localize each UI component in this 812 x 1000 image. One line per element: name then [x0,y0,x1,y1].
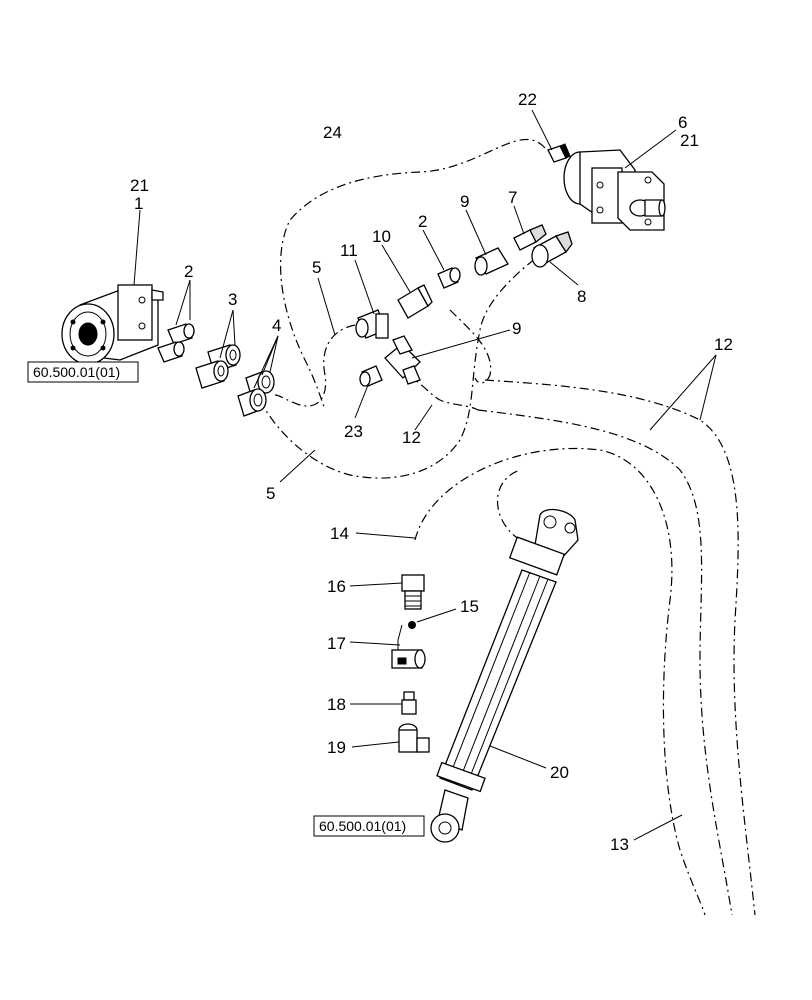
hose-24 [280,138,546,411]
hose-5-upper [274,324,356,407]
reference-box-bottom[interactable]: 60.500.01(01) [313,815,425,837]
callout-15: 15 [460,597,479,616]
callout-8: 8 [577,287,586,306]
leader-12b [649,354,717,431]
elbow-fitting-11 [355,309,389,339]
leader-3a [219,309,234,359]
callout-2-center: 2 [418,212,427,231]
fitting-9-upper [474,247,509,276]
callout-5-lower: 5 [266,484,275,503]
callout-19: 19 [327,738,346,757]
fitting-8 [531,231,573,268]
callout-16: 16 [327,577,346,596]
callout-14: 14 [330,524,349,543]
callout-5-upper: 5 [312,258,321,277]
callout-7: 7 [508,188,517,207]
fitting-3 [195,344,241,389]
callout-12-right: 12 [714,335,733,354]
leader-5a [317,277,336,336]
fitting-4 [237,370,275,417]
leader-12c [699,354,717,421]
leader-10 [381,244,411,293]
adapter-10 [397,284,433,319]
leader-12a [414,404,433,431]
callout-24: 24 [323,123,342,142]
leader-20 [489,745,547,769]
callout-13: 13 [610,835,629,854]
hose-9-loop [449,309,492,384]
leader-14 [355,532,416,539]
leader-19 [351,741,400,748]
fitting-15 [408,621,416,629]
reference-label-bottom: 60.500.01(01) [319,818,406,834]
callout-10: 10 [372,227,391,246]
fitting-2-center [437,267,461,289]
tee-fitting-9 [384,335,421,385]
callout-20: 20 [550,763,569,782]
hose-12-secondary [477,409,733,916]
callout-17: 17 [327,634,346,653]
callout-9-upper: 9 [460,192,469,211]
vent-plug-22 [547,143,571,163]
leader-8 [549,261,579,286]
leader-1 [133,209,141,286]
leader-2c [422,229,445,271]
leader-9b [411,329,511,359]
leader-9a [465,209,487,256]
callout-2-left: 2 [184,262,193,281]
hose-5-lower [259,254,541,479]
callout-12-left: 12 [402,428,421,447]
leader-11 [354,259,375,315]
fitting-23 [359,365,383,387]
hose-13 [414,447,706,916]
fitting-2-left [157,323,195,363]
hose-12-main [484,379,756,916]
leader-7 [513,205,525,235]
leader-23 [354,384,369,419]
callout-22: 22 [518,90,537,109]
leader-22 [531,109,553,151]
callout-21-left: 21 [130,176,149,195]
callout-23: 23 [344,422,363,441]
nipple-18 [401,691,417,715]
leader-4b [261,335,279,376]
leader-15 [416,608,457,623]
callout-6: 6 [678,113,687,132]
leader-16 [349,582,403,587]
callout-3: 3 [228,290,237,309]
leader-6 [624,129,677,169]
hydraulic-cylinder-20 [430,508,579,843]
callout-11: 11 [340,241,358,260]
callout-9-tee: 9 [512,319,521,338]
hydraulic-motor-left [61,284,164,365]
leader-5b [279,449,316,483]
leader-3b [232,309,236,346]
reference-box-top[interactable]: 60.500.01(01) [27,361,139,383]
leader-2a [175,279,191,326]
reference-label-top: 60.500.01(01) [33,364,120,380]
leader-4c [269,335,279,373]
elbow-19 [398,723,430,753]
fitting-16 [401,574,425,610]
leader-17 [349,641,401,646]
hose-cylinder-top [497,469,521,541]
callout-4: 4 [272,316,281,335]
leader-13 [633,814,683,841]
callout-21-right: 21 [680,131,699,150]
callout-18: 18 [327,695,346,714]
callout-1: 1 [134,194,143,213]
hydraulic-motor-right [563,149,666,231]
ball-valve-17 [391,624,426,669]
fitting-7 [513,224,547,251]
